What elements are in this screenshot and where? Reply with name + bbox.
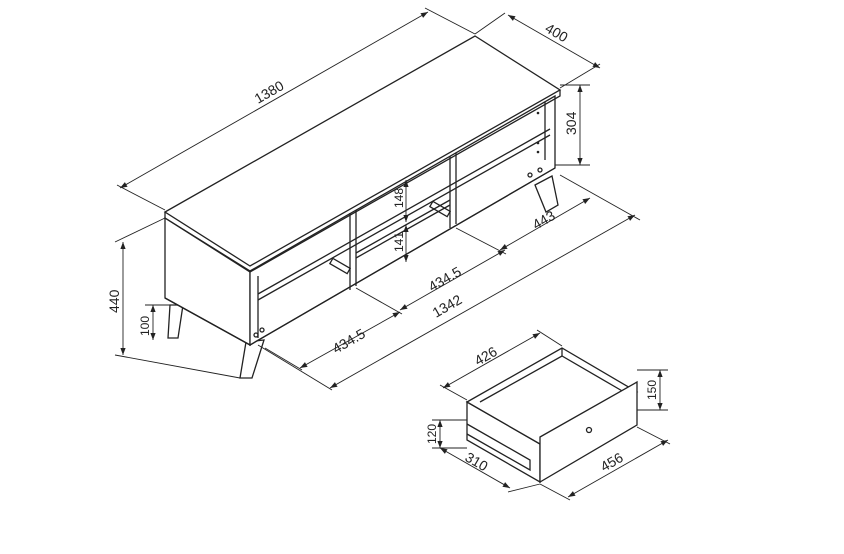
leg-front-right: [534, 175, 559, 213]
dim-inner-depth: 443: [530, 207, 558, 233]
dim-drawer-width: 426: [472, 343, 500, 369]
dim-drawer-height: 150: [645, 380, 659, 400]
dim-height: 440: [106, 289, 122, 313]
dim-drawer-depth: 310: [463, 449, 491, 475]
dim-shelf-upper: 148: [392, 188, 406, 208]
dim-shelf-lower: 141: [392, 232, 406, 252]
leg-front-left: [239, 339, 265, 379]
drawer: [465, 347, 639, 484]
dim-compartment-left: 434.5: [330, 325, 369, 356]
drawer-knob: [585, 426, 593, 434]
dim-inner-length: 1342: [430, 291, 465, 321]
dim-length: 1380: [252, 77, 287, 107]
dim-leg-height: 100: [138, 316, 152, 336]
hinge-right: [428, 200, 452, 218]
tv-cabinet: [163, 35, 562, 379]
dim-drawer-front-width: 456: [598, 449, 626, 475]
dim-depth: 400: [543, 20, 571, 46]
cabinet-dimensions: 1380 400 304 148 141 443 434.5 1342 434.…: [106, 7, 641, 391]
dim-leg-top-height: 304: [563, 111, 579, 135]
dim-drawer-side-height: 120: [425, 424, 439, 444]
leg-back-left: [167, 304, 184, 339]
dim-compartment-middle: 434.5: [426, 263, 465, 294]
